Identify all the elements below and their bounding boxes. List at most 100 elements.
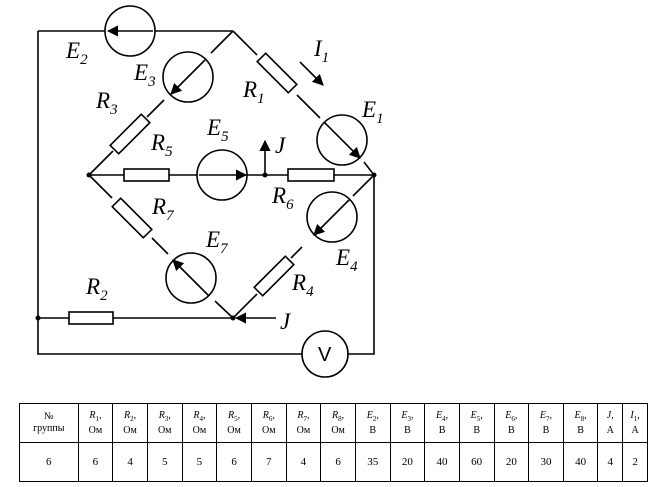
header-unit: В: [404, 424, 411, 436]
header-symbol: E: [505, 409, 512, 421]
node-j-top: [262, 172, 268, 178]
label-j-bottom: J: [280, 309, 292, 334]
header-unit: Ом: [192, 424, 207, 436]
header-number: №: [44, 411, 54, 422]
header-subscript: 4: [442, 414, 446, 423]
table-cell: 6: [77, 442, 114, 482]
header-unit: Ом: [123, 424, 137, 436]
header-subscript: 2: [372, 414, 377, 423]
table-header-cell: R4,Ом: [181, 403, 218, 443]
wire-left-vertical: [37, 31, 302, 355]
voltmeter: [301, 330, 349, 378]
table-cell: 4: [597, 442, 624, 482]
table-cell: 6: [320, 442, 356, 482]
wire-lower-left: [88, 174, 234, 319]
table-header-cell: R1,Ом: [77, 403, 114, 443]
table-header-cell: E5,В: [458, 403, 495, 443]
header-subscript: 2: [130, 414, 134, 423]
header-symbol: E: [574, 409, 581, 421]
header-subscript: 1: [95, 414, 99, 423]
header-symbol: R: [262, 409, 269, 421]
resistor-r7: [111, 197, 153, 239]
resistor-r3: [109, 113, 151, 155]
header-subscript: 1: [633, 414, 638, 423]
node-bottom: [230, 315, 236, 321]
table-cell: 30: [528, 442, 564, 482]
header-unit: Ом: [261, 424, 276, 436]
label-j-top: J: [275, 133, 287, 158]
source-e4-arrow: [313, 198, 351, 236]
label-r7: R7: [151, 194, 175, 224]
wire-right-bottom: [348, 175, 375, 355]
header-symbol: R: [124, 409, 131, 421]
table-cell: 5: [146, 442, 183, 482]
table-header-cell: R6,Ом: [250, 403, 287, 443]
table-cell: 6: [216, 442, 252, 482]
header-subscript: 4: [199, 414, 203, 423]
label-r1: R1: [242, 77, 265, 107]
label-e5: E5: [206, 115, 229, 145]
header-symbol: E: [539, 409, 547, 421]
header-symbol: R: [297, 409, 304, 421]
label-e2: E2: [65, 38, 88, 68]
resistor-r2: [68, 311, 114, 325]
table-header-cell: R8,Ом: [320, 403, 356, 443]
table-header-cell: R5,Ом: [216, 403, 252, 443]
wire-upper-left: [88, 30, 234, 176]
table-cell: 2: [622, 442, 648, 482]
table-header-cell: E8,В: [562, 403, 599, 443]
table-header-cell: R2,Ом: [112, 403, 148, 443]
table-cell: 35: [354, 442, 391, 482]
table-header-cell: E4,В: [424, 403, 460, 443]
table-cell: 40: [562, 442, 599, 482]
header-subscript: 5: [234, 414, 238, 423]
node-right: [371, 172, 377, 178]
header-unit: Ом: [331, 424, 345, 436]
wire-upper-right: [232, 30, 375, 176]
header-unit: В: [577, 424, 584, 436]
label-e1: E1: [361, 97, 384, 127]
table-cell: 20: [389, 442, 426, 482]
node-left: [86, 172, 92, 178]
table-header-cell: E2,В: [354, 403, 391, 443]
resistor-r1: [256, 52, 298, 94]
table-header-cell: E3,В: [389, 403, 426, 443]
table-header-cell: E7,В: [528, 403, 564, 443]
table-cell: 7: [250, 442, 287, 482]
header-subscript: 6: [511, 414, 515, 423]
header-unit: В: [542, 424, 550, 436]
source-e7-arrow: [172, 259, 210, 297]
wire-lower-right: [232, 174, 375, 319]
table-cell: 6: [19, 442, 79, 482]
header-symbol: R: [332, 409, 339, 421]
table-cell: 20: [493, 442, 530, 482]
header-unit: Ом: [88, 424, 103, 436]
label-r5: R5: [150, 130, 173, 160]
table-cell: 4: [285, 442, 322, 482]
header-symbol: R: [228, 409, 235, 421]
header-unit: В: [473, 424, 481, 436]
header-subscript: 7: [303, 414, 307, 423]
header-symbol: I: [630, 409, 634, 421]
label-e3: E3: [133, 60, 156, 90]
table-header-cell: J,А: [597, 403, 624, 443]
header-symbol: E: [401, 409, 408, 421]
table-header-cell: R7,Ом: [285, 403, 322, 443]
header-symbol: E: [470, 409, 477, 421]
source-e1-arrow: [323, 121, 361, 159]
header-subscript: 6: [268, 414, 273, 423]
circuit-diagram: E2 E3 R1 I1 E1 R3 R5 E5 J R6 R7 E7 E4 R4…: [35, 5, 384, 378]
header-subscript: 8: [580, 414, 585, 423]
table-header-cell: R3,Ом: [146, 403, 183, 443]
resistor-r5: [123, 168, 170, 182]
header-unit: В: [438, 424, 446, 436]
header-subscript: 3: [164, 414, 169, 423]
i1-current-arrow: [299, 61, 324, 86]
header-group: группы: [33, 423, 65, 434]
header-subscript: 8: [338, 414, 342, 423]
table-cell: 40: [424, 442, 460, 482]
resistor-r4: [253, 255, 295, 297]
header-subscript: 5: [476, 414, 481, 423]
label-voltmeter: V: [318, 344, 332, 366]
